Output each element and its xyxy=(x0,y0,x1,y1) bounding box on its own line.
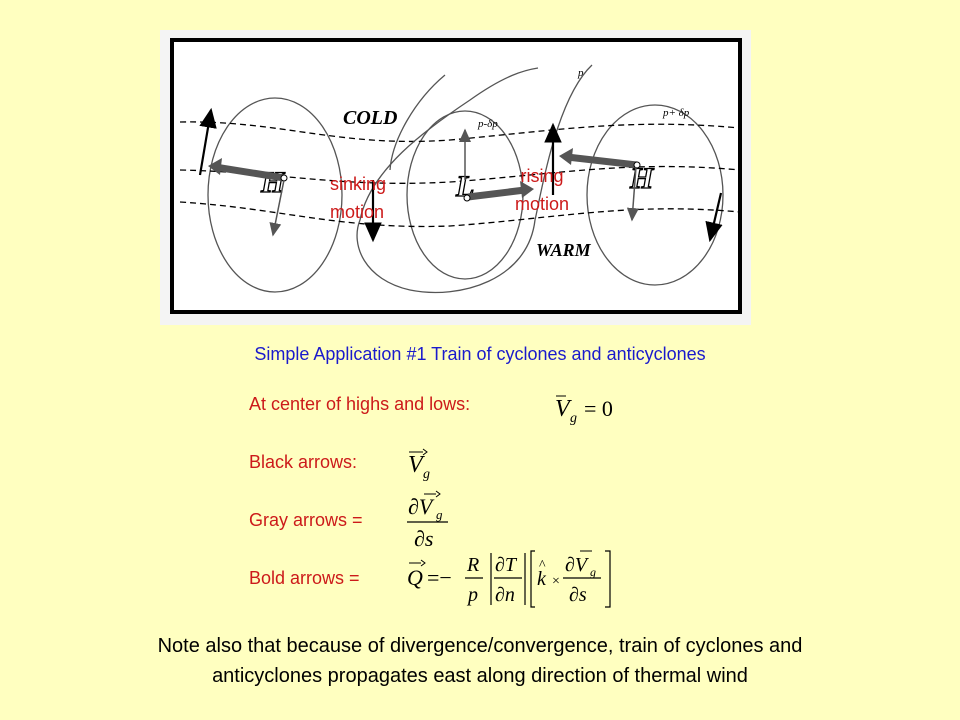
high-center-left: H xyxy=(260,166,286,199)
warm-label: WARM xyxy=(536,240,592,260)
black-arrow-left xyxy=(198,107,217,176)
bold-arrow-center xyxy=(463,181,534,202)
bold-arrow-right xyxy=(559,148,641,169)
isotherm-top xyxy=(179,121,741,143)
sinking-motion-label: sinking motion xyxy=(330,174,387,222)
equation-vg-zero: V g = 0 xyxy=(555,395,613,426)
svg-text:∂V: ∂V xyxy=(565,554,590,576)
rising-motion-label: rising motion xyxy=(515,166,570,214)
svg-text:V: V xyxy=(555,396,572,422)
svg-text:p: p xyxy=(466,584,478,606)
svg-text:V: V xyxy=(408,452,425,478)
svg-text:=−: =− xyxy=(427,565,452,590)
black-arrows-label: Black arrows: xyxy=(249,452,358,472)
isotherm-bottom xyxy=(179,201,741,228)
caption: Simple Application #1 Train of cyclones … xyxy=(254,344,706,364)
gray-arrow-right xyxy=(626,166,639,222)
svg-text:g: g xyxy=(423,467,430,482)
cold-label: COLD xyxy=(343,107,397,129)
svg-text:= 0: = 0 xyxy=(584,396,613,421)
svg-text:k: k xyxy=(537,568,547,590)
isobar-label-p-minus: p-δp xyxy=(477,118,498,130)
isobar-circle-left xyxy=(207,97,343,293)
svg-text:∂n: ∂n xyxy=(495,584,515,606)
svg-text:∂T: ∂T xyxy=(495,554,518,576)
svg-text:∂s: ∂s xyxy=(569,584,587,606)
cyclone-train-diagram: COLD WARM p p-δp p+ δp H L H xyxy=(160,30,751,325)
svg-text:Q: Q xyxy=(407,565,423,590)
svg-text:×: × xyxy=(552,574,560,589)
note-line-2: anticyclones propagates east along direc… xyxy=(212,665,748,687)
svg-text:g: g xyxy=(436,507,443,522)
equation-gray: ∂V g ∂s xyxy=(407,490,448,551)
center-row-label: At center of highs and lows: xyxy=(249,394,471,414)
bold-arrow-left xyxy=(208,158,288,182)
equation-vg: V g xyxy=(408,448,430,482)
svg-text:g: g xyxy=(570,411,577,426)
note-line-1: Note also that because of divergence/con… xyxy=(157,635,803,657)
svg-text:R: R xyxy=(466,554,479,576)
svg-text:∂s: ∂s xyxy=(414,526,433,551)
bold-arrows-label: Bold arrows = xyxy=(249,568,360,588)
isobar-label-p: p xyxy=(577,67,584,79)
note-text: Note also that because of divergence/con… xyxy=(0,631,960,691)
isobar-wave-upper xyxy=(389,74,446,171)
equation-q-vector: Q =− R p ∂T ∂n k ^ × ∂V g ∂s xyxy=(407,550,611,608)
isobar-wave-p xyxy=(356,64,593,294)
gray-arrows-label: Gray arrows = xyxy=(249,510,363,530)
isobar-label-p-plus: p+ δp xyxy=(662,107,690,119)
isotherm-mid xyxy=(179,165,741,184)
svg-text:^: ^ xyxy=(539,558,546,573)
svg-text:g: g xyxy=(590,565,596,579)
gray-arrow-left xyxy=(269,179,285,237)
svg-text:∂V: ∂V xyxy=(408,494,435,519)
isobar-circle-right xyxy=(586,104,724,286)
black-arrow-right xyxy=(705,192,723,243)
